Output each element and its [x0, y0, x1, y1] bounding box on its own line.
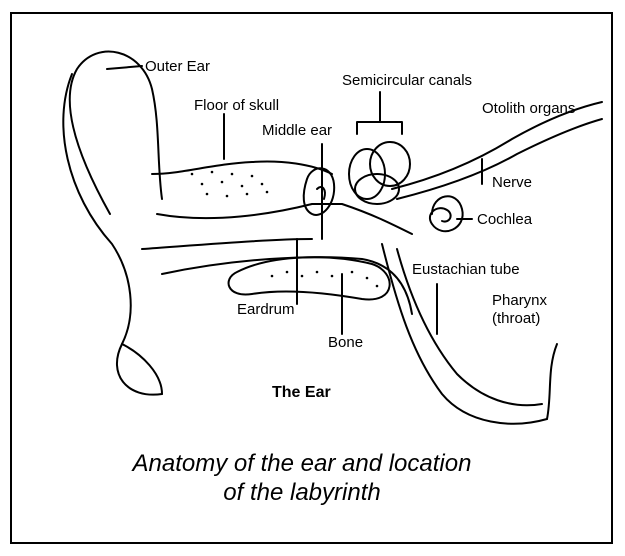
- skull-floor: [157, 204, 412, 234]
- ear-canal-upper: [152, 162, 332, 175]
- diagram-frame: Outer Ear Floor of skull Semicircular ca…: [10, 12, 613, 544]
- label-floor-of-skull: Floor of skull: [194, 97, 279, 114]
- ossicles: [304, 168, 334, 215]
- caption-line-2: of the labyrinth: [112, 478, 492, 507]
- label-nerve: Nerve: [492, 174, 532, 191]
- outer-ear-shape: [63, 52, 162, 395]
- cochlea-spiral: [430, 196, 463, 231]
- label-pharynx: Pharynx: [492, 292, 547, 309]
- label-semicircular-canals: Semicircular canals: [342, 72, 472, 89]
- diagram-title: The Ear: [272, 384, 331, 402]
- label-eustachian-tube: Eustachian tube: [412, 261, 520, 278]
- label-bone: Bone: [328, 334, 363, 351]
- label-cochlea: Cochlea: [477, 211, 532, 228]
- label-otolith-organs: Otolith organs: [482, 100, 575, 117]
- leader-outer-ear: [107, 66, 142, 69]
- semicircular-canal-2: [370, 142, 410, 186]
- bone-shape: [229, 257, 390, 299]
- label-middle-ear: Middle ear: [262, 122, 332, 139]
- label-outer-ear: Outer Ear: [145, 58, 210, 75]
- label-throat: (throat): [492, 310, 540, 327]
- pharynx-line: [547, 344, 557, 419]
- skull-stipple: [191, 171, 379, 288]
- label-eardrum: Eardrum: [237, 301, 295, 318]
- figure-caption: Anatomy of the ear and location of the l…: [112, 449, 492, 507]
- caption-line-1: Anatomy of the ear and location: [112, 449, 492, 478]
- leader-semicircular: [357, 92, 402, 134]
